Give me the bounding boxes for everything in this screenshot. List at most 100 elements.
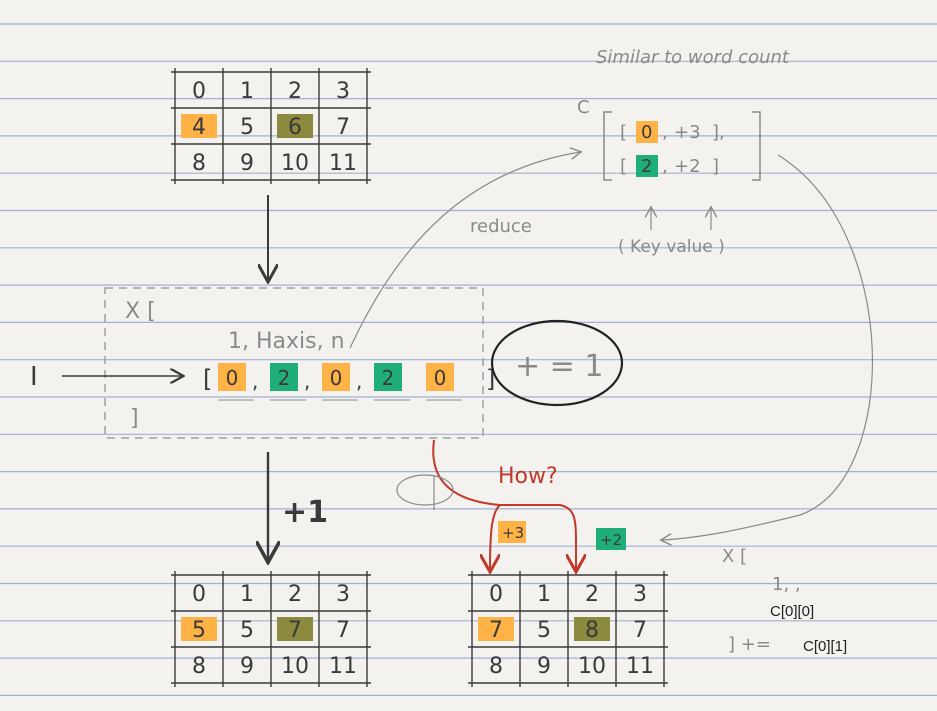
grid-cell: 9 [240, 151, 254, 176]
circle-note-ring [490, 319, 624, 407]
grid-cell: 3 [336, 582, 350, 607]
c-row-key: 0 [641, 122, 652, 143]
grid-cell: 1 [240, 79, 254, 104]
grid-cell: 5 [240, 618, 254, 643]
middle-array-item: 0 [330, 366, 343, 390]
grid-cell: 9 [537, 654, 551, 679]
middle-array-item-highlight [270, 363, 298, 391]
c-row-sep: , [662, 156, 668, 177]
bottom-right-grid: 0 1 2 3 7 5 8 7 8 9 10 11 [468, 571, 668, 687]
middle-array-open: [ [203, 365, 212, 393]
red-branch-left [490, 504, 501, 570]
c-row-open: [ [620, 156, 627, 177]
grid-cell: 8 [489, 654, 503, 679]
middle-array-item: 2 [278, 366, 291, 390]
grid-cell: 7 [633, 618, 647, 643]
c-row-sep: , [662, 122, 668, 143]
red-curve [432, 439, 576, 570]
c-row-key-highlight [636, 121, 658, 143]
middle-text: 1, Haxis, n [228, 329, 345, 354]
middle-array-item: 0 [434, 366, 447, 390]
c-outer-bracket-right [752, 111, 761, 181]
cell-highlight [574, 617, 610, 641]
c-rows: [0,+3],[2,+2] [620, 121, 725, 177]
circle-note: + = 1 [515, 349, 603, 384]
bottom-left-grid: 0 1 2 3 5 5 7 7 8 9 10 11 [171, 571, 371, 687]
grid-cell: 11 [329, 151, 357, 176]
typed-c01: C[0][1] [803, 638, 848, 655]
grid-cell: 3 [633, 582, 647, 607]
grid-cell: 5 [192, 618, 206, 643]
c-row-key: 2 [641, 156, 652, 177]
grid-cell: 0 [192, 79, 206, 104]
grid-cell: 8 [192, 654, 206, 679]
middle-array: [0, 2, 0, 2 0] [203, 363, 495, 401]
grid-cell: 1 [240, 582, 254, 607]
c-row-value: +2 [674, 156, 701, 177]
header-note: Similar to word count [596, 47, 790, 68]
cell-highlight [277, 114, 313, 138]
middle-array-item-highlight [426, 363, 454, 391]
right-note-line2: 1, , [772, 574, 801, 595]
plus3-badge: +3 [502, 524, 524, 542]
i-label: I [30, 362, 38, 392]
middle-array-sep: , [252, 369, 258, 393]
grid-cell: 7 [489, 618, 503, 643]
key-value-note: ( Key value ) [618, 237, 725, 257]
grid-cell: 9 [240, 654, 254, 679]
x-close: ] [130, 406, 139, 431]
cell-highlight [181, 114, 217, 138]
grid-cell: 5 [537, 618, 551, 643]
c-label: C [577, 97, 590, 118]
grid-cell: 7 [288, 618, 302, 643]
cell-highlight [181, 617, 217, 641]
middle-array-sep: , [304, 369, 310, 393]
gray-curve-to-plus2 [662, 154, 874, 540]
c-row-close: ], [712, 122, 725, 143]
grid-cell: 10 [281, 654, 309, 679]
grid-cell: 7 [336, 115, 350, 140]
cell-highlight [478, 617, 514, 641]
grid-cell: 10 [578, 654, 606, 679]
middle-array-item-highlight [322, 363, 350, 391]
grid-cell: 8 [192, 151, 206, 176]
grid-cell: 2 [288, 582, 302, 607]
middle-array-item-highlight [218, 363, 246, 391]
middle-array-item: 2 [382, 366, 395, 390]
grid-cell: 0 [489, 582, 503, 607]
right-note-line1: X [ [722, 546, 747, 567]
grid-cell: 7 [336, 618, 350, 643]
typed-c00: C[0][0] [770, 603, 815, 620]
middle-array-close: ] [486, 365, 495, 393]
grid-cell: 11 [329, 654, 357, 679]
how-label: How? [498, 464, 558, 489]
grid-cell: 6 [288, 115, 302, 140]
plus2-badge-bg [596, 528, 626, 550]
grid-cell: 11 [626, 654, 654, 679]
red-loop [396, 474, 454, 506]
grid-cell: 1 [537, 582, 551, 607]
grid-cell: 0 [192, 582, 206, 607]
grid-cell: 8 [585, 618, 599, 643]
middle-array-item-highlight [374, 363, 402, 391]
right-note-line3: ] += [728, 634, 771, 655]
reduce-label: reduce [470, 216, 532, 237]
ruled-lines [0, 23, 937, 697]
grid-cell: 4 [192, 115, 206, 140]
plus2-badge: +2 [600, 531, 622, 549]
middle-array-item: 0 [226, 366, 239, 390]
grid-cell: 2 [288, 79, 302, 104]
c-row-open: [ [620, 122, 627, 143]
plus-one-label: +1 [282, 495, 328, 530]
middle-array-sep: , [356, 369, 362, 393]
c-row-key-highlight [636, 155, 658, 177]
cell-highlight [277, 617, 313, 641]
plus3-badge-bg [498, 521, 526, 543]
grid-cell: 10 [281, 151, 309, 176]
c-row-close: ] [712, 156, 719, 177]
x-open: X [ [125, 299, 156, 324]
reduce-curve [349, 152, 580, 349]
grid-cell: 2 [585, 582, 599, 607]
